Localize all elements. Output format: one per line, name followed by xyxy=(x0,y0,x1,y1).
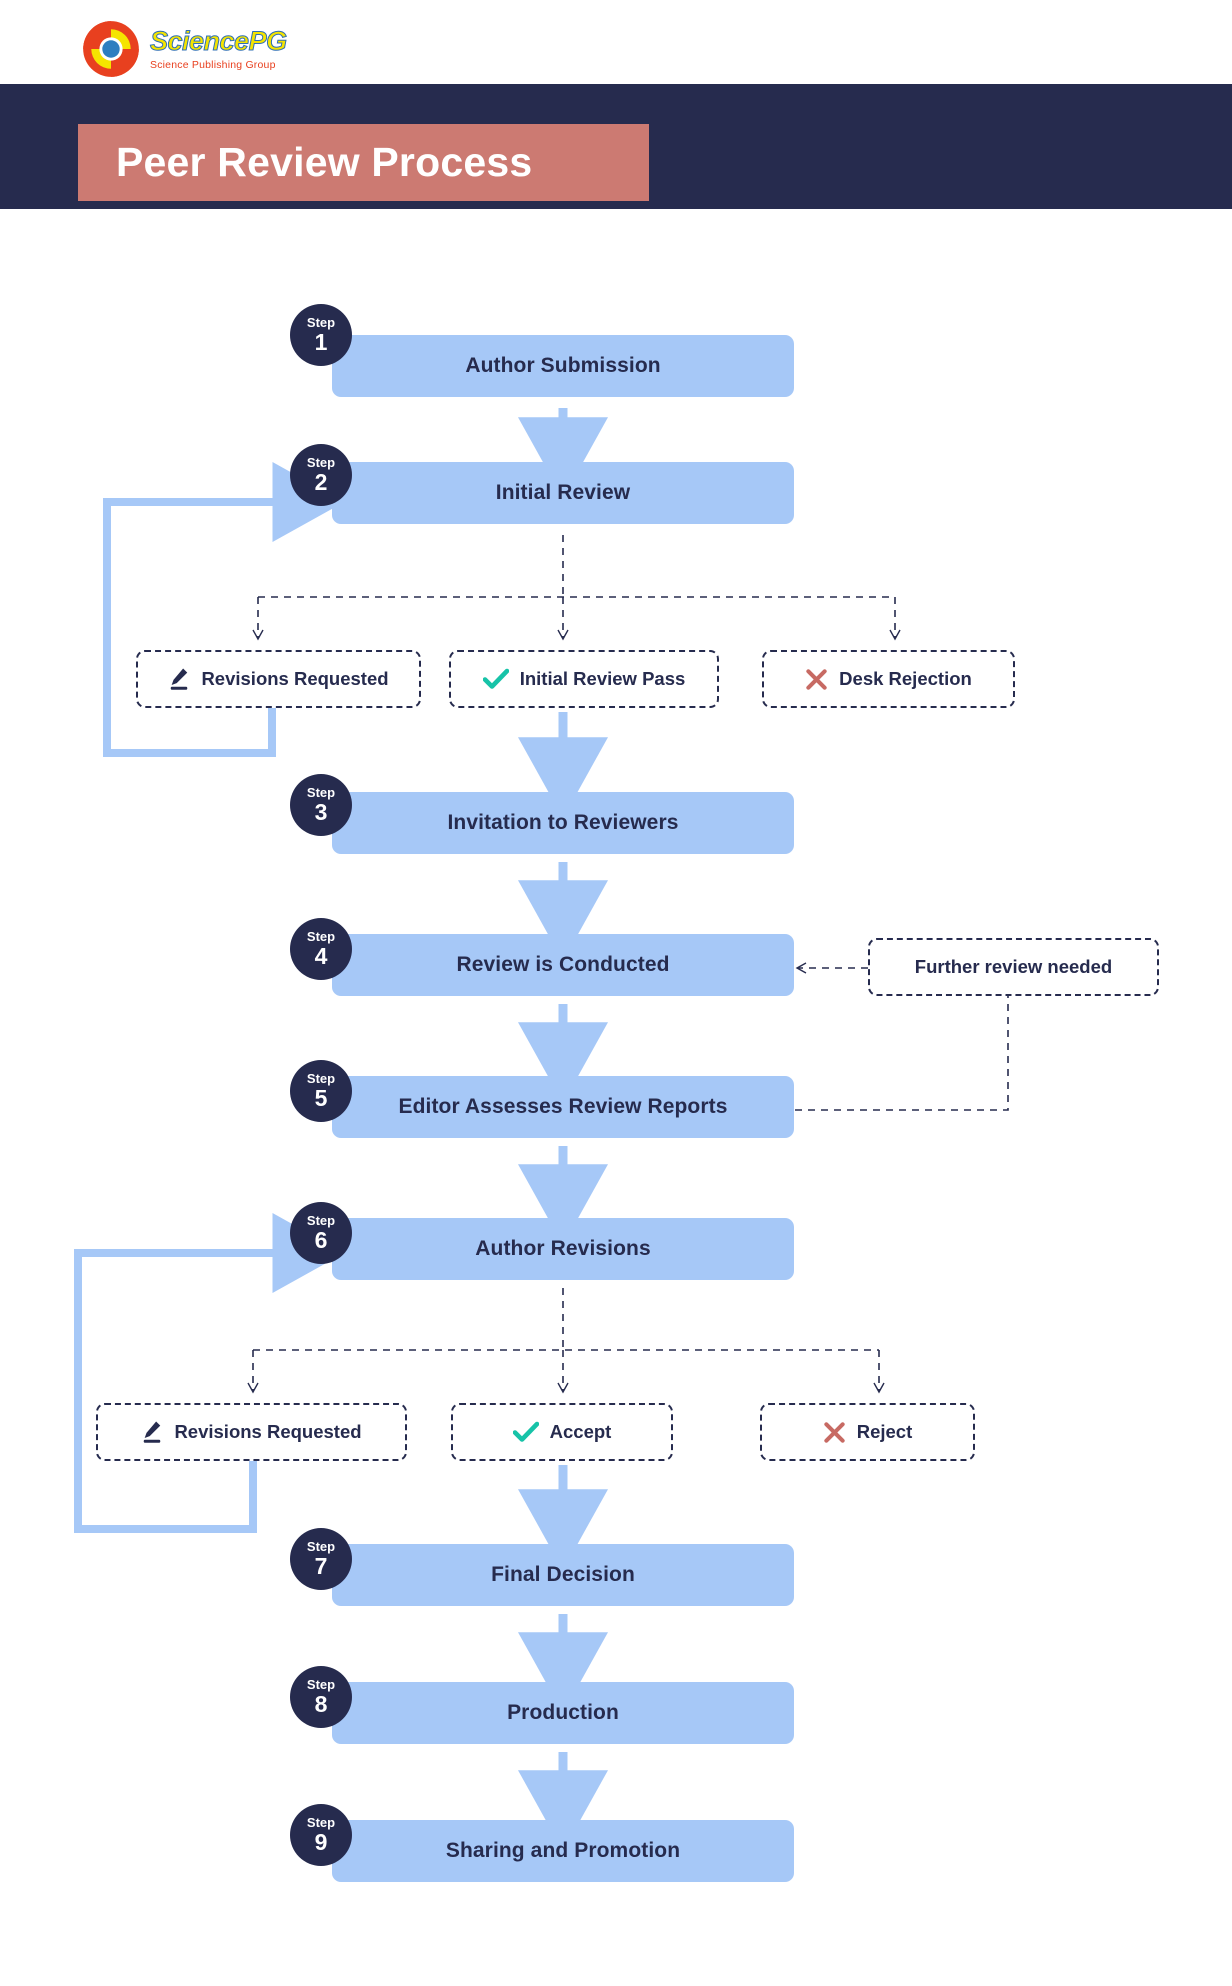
page-title: Peer Review Process xyxy=(116,139,533,185)
step-badge-8: Step 8 xyxy=(290,1666,352,1728)
step-node-5[interactable]: Editor Assesses Review Reports xyxy=(332,1076,794,1138)
outcome-label-reject: Reject xyxy=(856,1421,913,1442)
badge-number-2: 2 xyxy=(314,469,328,495)
pencil-icon xyxy=(171,668,188,690)
logo-tagline: Science Publishing Group xyxy=(150,58,276,71)
cross-icon xyxy=(806,668,827,690)
badge-word-1: Step xyxy=(306,315,336,330)
badge-number-4: 4 xyxy=(314,943,328,969)
pencil-icon xyxy=(144,1421,161,1443)
step-label-9: Sharing and Promotion xyxy=(445,1839,681,1862)
check-icon xyxy=(512,1421,539,1442)
badge-number-9: 9 xyxy=(314,1829,328,1855)
step-node-8[interactable]: Production xyxy=(332,1682,794,1744)
step-badge-6: Step 6 xyxy=(290,1202,352,1264)
step-label-7: Final Decision xyxy=(491,1563,635,1586)
badge-number-3: 3 xyxy=(314,799,328,825)
step-label-8: Production xyxy=(507,1701,619,1724)
badge-word-3: Step xyxy=(306,785,336,800)
step-label-4: Review is Conducted xyxy=(456,953,670,976)
outcome-reject[interactable]: Reject xyxy=(760,1403,975,1461)
badge-number-6: 6 xyxy=(314,1227,328,1253)
outcome-label-revisions-requested-1: Revisions Requested xyxy=(201,668,389,689)
step-node-3[interactable]: Invitation to Reviewers xyxy=(332,792,794,854)
step-label-6: Author Revisions xyxy=(475,1237,651,1260)
step-node-7[interactable]: Final Decision xyxy=(332,1544,794,1606)
step-badge-4: Step 4 xyxy=(290,918,352,980)
step-label-3: Invitation to Reviewers xyxy=(447,811,679,834)
badge-word-5: Step xyxy=(306,1071,336,1086)
outcome-initial-review-pass[interactable]: Initial Review Pass xyxy=(449,650,719,708)
badge-word-4: Step xyxy=(306,929,336,944)
page-title-box: Peer Review Process xyxy=(78,124,649,201)
step-badge-2: Step 2 xyxy=(290,444,352,506)
outcome-revisions-requested-1[interactable]: Revisions Requested xyxy=(136,650,421,708)
outcome-label-initial-review-pass: Initial Review Pass xyxy=(519,668,686,689)
logo-title: SciencePG xyxy=(150,25,288,56)
outcome-label-accept: Accept xyxy=(549,1421,612,1442)
sciencepg-circle-logo-icon xyxy=(83,21,139,77)
note-label-further-review-needed: Further review needed xyxy=(914,956,1113,977)
badge-word-9: Step xyxy=(306,1815,336,1830)
step-badge-9: Step 9 xyxy=(290,1804,352,1866)
logo-text: SciencePG Science Publishing Group xyxy=(150,25,288,71)
badge-number-8: 8 xyxy=(314,1691,328,1717)
badge-word-6: Step xyxy=(306,1213,336,1228)
check-icon xyxy=(482,668,509,689)
step-label-5: Editor Assesses Review Reports xyxy=(398,1095,728,1118)
cross-icon xyxy=(824,1421,845,1443)
badge-word-2: Step xyxy=(306,455,336,470)
sciencepg-logo: SciencePG Science Publishing Group xyxy=(82,20,288,78)
step-badge-1: Step 1 xyxy=(290,304,352,366)
outcome-label-desk-rejection: Desk Rejection xyxy=(839,668,972,689)
step-node-4[interactable]: Review is Conducted xyxy=(332,934,794,996)
outcome-desk-rejection[interactable]: Desk Rejection xyxy=(762,650,1015,708)
badge-number-1: 1 xyxy=(314,329,328,355)
note-further-review-needed[interactable]: Further review needed xyxy=(868,938,1159,996)
outcome-accept[interactable]: Accept xyxy=(451,1403,673,1461)
step-badge-5: Step 5 xyxy=(290,1060,352,1122)
badge-number-5: 5 xyxy=(314,1085,328,1111)
step-node-6[interactable]: Author Revisions xyxy=(332,1218,794,1280)
outcome-revisions-requested-2[interactable]: Revisions Requested xyxy=(96,1403,407,1461)
step-badge-7: Step 7 xyxy=(290,1528,352,1590)
badge-word-8: Step xyxy=(306,1677,336,1692)
step-node-2[interactable]: Initial Review xyxy=(332,462,794,524)
step-label-1: Author Submission xyxy=(465,354,661,377)
step-node-9[interactable]: Sharing and Promotion xyxy=(332,1820,794,1882)
badge-word-7: Step xyxy=(306,1539,336,1554)
step-badge-3: Step 3 xyxy=(290,774,352,836)
badge-number-7: 7 xyxy=(314,1553,328,1579)
outcome-label-revisions-requested-2: Revisions Requested xyxy=(174,1421,362,1442)
step-label-2: Initial Review xyxy=(495,481,631,504)
step-node-1[interactable]: Author Submission xyxy=(332,335,794,397)
